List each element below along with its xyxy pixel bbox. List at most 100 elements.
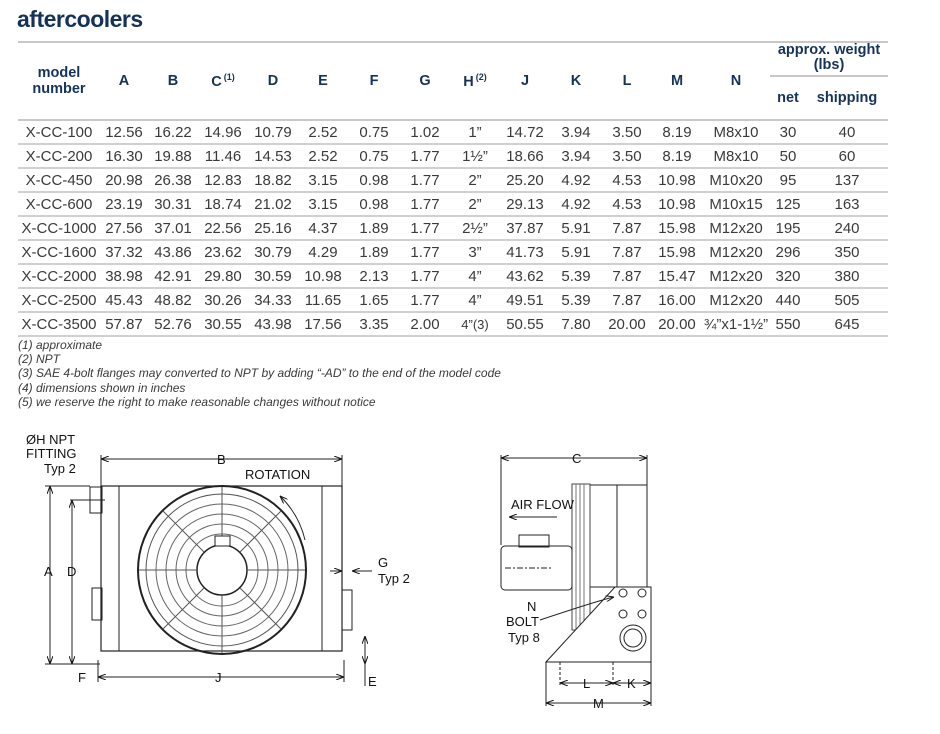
header-footnote-ref: (1) [223, 72, 235, 82]
table-cell: 2.00 [400, 312, 450, 337]
header-label: K [570, 73, 582, 89]
header-label: H [463, 74, 474, 90]
table-cell: 20.98 [100, 168, 148, 193]
footnote: (3) SAE 4-bolt flanges may converted to … [18, 366, 501, 381]
table-cell: 21.02 [248, 192, 298, 217]
model-number-cell: X-CC-2500 [18, 288, 100, 313]
table-cell: 7.87 [602, 240, 652, 265]
table-cell: 3.35 [348, 312, 400, 337]
table-cell: 1.89 [348, 240, 400, 265]
dim-g-typ-label: Typ 2 [378, 571, 410, 586]
table-cell: 16.30 [100, 144, 148, 169]
table-cell: 7.80 [550, 312, 602, 337]
model-number-cell: X-CC-200 [18, 144, 100, 169]
dim-c-label: C [572, 451, 581, 466]
table-cell: 26.38 [148, 168, 198, 193]
table-cell: 4.53 [602, 168, 652, 193]
table-cell: 5.39 [550, 288, 602, 313]
table-cell: 1.77 [400, 264, 450, 289]
table-cell: 42.91 [148, 264, 198, 289]
table-cell: 137 [806, 168, 889, 193]
table-cell: 3.50 [602, 120, 652, 145]
fitting-label-3: Typ 2 [44, 461, 76, 476]
header-label: F [369, 73, 379, 89]
table-cell: 30.79 [248, 240, 298, 265]
table-cell: 43.86 [148, 240, 198, 265]
header-col-k: K [550, 42, 602, 120]
table-cell: 50.55 [500, 312, 550, 337]
table-cell: 350 [806, 240, 889, 265]
table-cell: 4” [450, 264, 500, 289]
table-cell: 37.01 [148, 216, 198, 241]
table-cell: 0.75 [348, 144, 400, 169]
table-cell: 20.00 [652, 312, 702, 337]
table-cell: 1.77 [400, 216, 450, 241]
table-cell: 125 [770, 192, 806, 217]
table-cell: 12.83 [198, 168, 248, 193]
table-cell: 1.77 [400, 144, 450, 169]
header-label: G [419, 73, 431, 89]
dim-b-label: B [217, 452, 226, 467]
bolt-label-1: N [527, 599, 536, 614]
model-number-cell: X-CC-1000 [18, 216, 100, 241]
table-cell: 50 [770, 144, 806, 169]
table-cell: 15.98 [652, 240, 702, 265]
table-cell: 12.56 [100, 120, 148, 145]
table-cell: 5.39 [550, 264, 602, 289]
header-label: C [211, 74, 222, 90]
footnote: (2) NPT [18, 352, 60, 367]
table-cell: 48.82 [148, 288, 198, 313]
table-cell: 3.50 [602, 144, 652, 169]
model-number-cell: X-CC-450 [18, 168, 100, 193]
table-cell: 195 [770, 216, 806, 241]
table-cell: M8x10 [702, 144, 770, 169]
dim-m-label: M [593, 696, 604, 711]
table-cell: 14.53 [248, 144, 298, 169]
header-model-line1: model [37, 65, 81, 81]
table-cell: 550 [770, 312, 806, 337]
table-cell: 37.87 [500, 216, 550, 241]
table-cell: 15.47 [652, 264, 702, 289]
table-cell: 29.80 [198, 264, 248, 289]
table-cell: 7.87 [602, 264, 652, 289]
footnote: (1) approximate [18, 338, 103, 352]
table-cell: 2.13 [348, 264, 400, 289]
table-cell: 4.29 [298, 240, 348, 265]
bolt-label-2: BOLT [506, 614, 539, 629]
table-cell: 16.00 [652, 288, 702, 313]
table-cell: M10x15 [702, 192, 770, 217]
table-cell: 14.72 [500, 120, 550, 145]
table-cell: 1.65 [348, 288, 400, 313]
fan-hub [196, 544, 248, 596]
header-label: J [520, 73, 530, 89]
table-cell: 40 [806, 120, 889, 145]
air-flow-label: AIR FLOW [511, 497, 575, 512]
table-cell: 1.77 [400, 240, 450, 265]
table-cell: 10.98 [298, 264, 348, 289]
table-cell: 2” [450, 168, 500, 193]
table-cell: 22.56 [198, 216, 248, 241]
table-cell: M12x20 [702, 240, 770, 265]
table-cell: 1½” [450, 144, 500, 169]
table-cell: 4.53 [602, 192, 652, 217]
dim-f-label: F [78, 670, 86, 685]
footnote: (4) dimensions shown in inches [18, 380, 186, 395]
dim-l-label: L [583, 676, 590, 691]
fitting-label-2: FITTING [26, 446, 77, 461]
table-cell: M12x20 [702, 288, 770, 313]
header-col-n: N [702, 42, 770, 120]
table-cell: 19.88 [148, 144, 198, 169]
header-approx-weight: approx. weight (lbs) [770, 42, 889, 77]
table-cell: 23.62 [198, 240, 248, 265]
header-col-l: L [602, 42, 652, 120]
dim-j-label: J [215, 670, 222, 685]
model-number-cell: X-CC-100 [18, 120, 100, 145]
table-cell: 1.77 [400, 288, 450, 313]
header-label: D [267, 73, 279, 89]
header-col-b: B [148, 42, 198, 120]
dim-e-label: E [368, 674, 377, 689]
